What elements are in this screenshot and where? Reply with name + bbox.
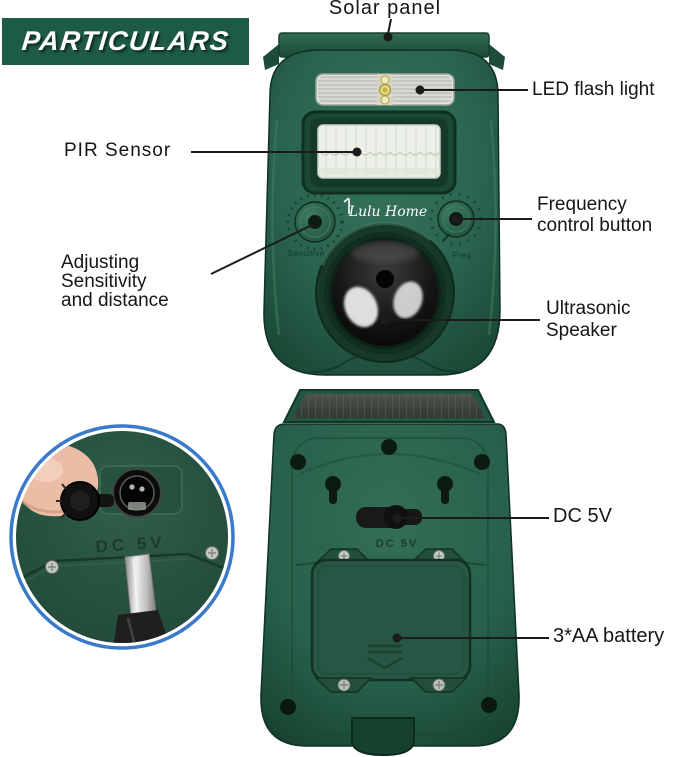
- embossed-dc-label-inset: DC 5V: [95, 533, 166, 557]
- sensitivity-knob-label: Sensitive: [288, 249, 325, 258]
- led-bulb-top: [380, 75, 390, 85]
- stake-mount-socket: [351, 717, 415, 757]
- repeller-back-view: DC 5V: [260, 389, 520, 757]
- sensitivity-knob-ticks: [286, 193, 344, 251]
- keyhole-hanger-right: [437, 476, 453, 504]
- battery-cover-slide-arrow-icon: [367, 656, 403, 670]
- mount-hole-bottom-left: [280, 699, 296, 715]
- frequency-knob-label: Freq: [453, 251, 471, 260]
- sensitivity-knob: Sensitive: [286, 193, 344, 258]
- front-right-mold-line: [487, 119, 497, 336]
- solar-panel-callout-line: [387, 18, 392, 35]
- speaker-center-cap: [376, 270, 394, 288]
- adjusting-sensitivity-label: Adjusting Sensitivity and distance: [61, 253, 169, 310]
- ultrasonic-speaker: [315, 222, 455, 363]
- pir-sensor-label: PIR Sensor: [64, 140, 172, 161]
- repeller-front-view: Lulu Home Sensitive Freq: [263, 32, 505, 376]
- solar-panel-label: Solar panel: [328, 0, 442, 19]
- solar-lip-left-shoulder: [263, 44, 279, 70]
- front-left-mold-line: [271, 119, 281, 336]
- aa-battery-label: 3*AA battery: [553, 625, 665, 647]
- dc-5v-label: DC 5V: [553, 505, 612, 527]
- adjusting-line1: Adjusting: [61, 252, 140, 273]
- sensitivity-callout-line: [210, 224, 313, 275]
- pir-callout-dot: [352, 147, 362, 157]
- embossed-dc-label-back: DC 5V: [376, 538, 418, 550]
- ultrasonic-line1: Ultrasonic: [546, 298, 631, 319]
- callout-lines: [191, 18, 549, 643]
- led-bulb-bottom: [380, 95, 390, 105]
- battery-cover-grip: [368, 644, 402, 654]
- adjusting-line2: Sensitivity: [61, 271, 147, 292]
- ultrasonic-speaker-label: Ultrasonic Speaker: [546, 298, 630, 342]
- vent-hole-left: [290, 454, 306, 470]
- brand-logo-text: Lulu Home: [348, 204, 427, 220]
- vent-hole-right: [474, 454, 490, 470]
- inset-bevel-line: [17, 552, 227, 582]
- speaker-reflection-right: [393, 281, 423, 319]
- ultrasonic-line2: Speaker: [546, 320, 617, 341]
- brand-antenna-icon: [343, 197, 350, 214]
- lower-screw-brackets: [314, 677, 468, 693]
- frequency-control-label: Frequency control button: [537, 194, 652, 236]
- solar-lip-right-shoulder: [489, 44, 505, 70]
- battery-compartment: [310, 558, 472, 682]
- dc-plug-body: [112, 610, 172, 643]
- brand-logo: Lulu Home: [343, 197, 427, 220]
- dc-port-closeup-inset: DC 5V: [9, 424, 235, 650]
- adjusting-line3: and distance: [61, 290, 169, 311]
- solar-panel-callout-dot: [383, 32, 393, 42]
- vent-hole-center: [381, 439, 397, 455]
- pir-sensor-window: [301, 110, 457, 195]
- frequency-control-line1: Frequency: [537, 194, 627, 215]
- frequency-control-line2: control button: [537, 215, 653, 236]
- keyhole-hanger-left: [325, 476, 341, 504]
- dc-plug-barrel: [112, 553, 172, 643]
- mount-hole-bottom-right: [481, 697, 497, 713]
- particulars-banner: PARTICULARS: [2, 18, 249, 65]
- rubber-plug: [56, 481, 114, 521]
- speaker-reflection-left: [343, 286, 379, 328]
- banner-title: PARTICULARS: [20, 26, 231, 56]
- led-flash-light-label: LED flash light: [532, 79, 655, 100]
